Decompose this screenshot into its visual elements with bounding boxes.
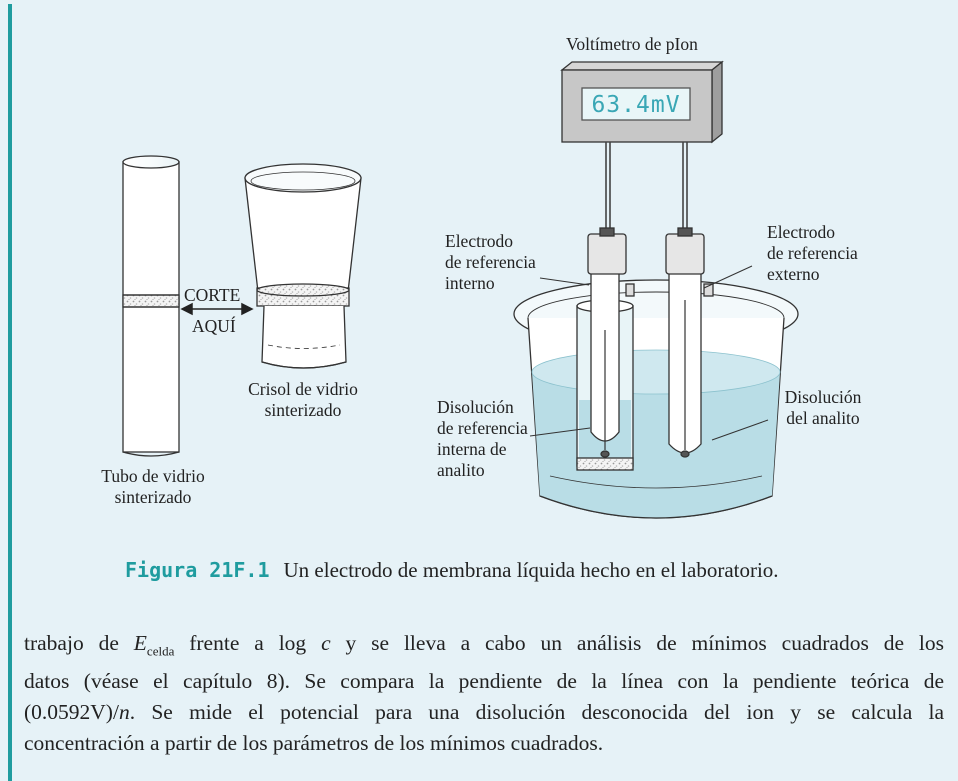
body-line-3-a: (0.0592V)/ bbox=[24, 700, 119, 725]
analyte-solution-label-line2: del analito bbox=[786, 408, 860, 428]
internal-electrode-label-line1: Electrodo bbox=[445, 231, 514, 251]
tube-label: Tubo de vidrio sinterizado bbox=[83, 466, 223, 508]
sintered-glass-tube bbox=[122, 155, 180, 457]
body-paragraph: trabajo de Ecelda frente a log c y se ll… bbox=[24, 628, 944, 759]
crucible-label-line1: Crisol de vidrio bbox=[248, 379, 358, 399]
body-line-2: datos (véase el capítulo 8). Se compara … bbox=[24, 669, 944, 694]
body-line-1-b: frente a log bbox=[174, 631, 322, 655]
body-line-1-d: y se lleva a cabo un análisis de mínimos… bbox=[330, 631, 944, 655]
analyte-solution-label: Disolución del analito bbox=[768, 387, 878, 429]
internal-solution-label-line1: Disolución bbox=[437, 397, 514, 417]
crucible-label: Crisol de vidrio sinterizado bbox=[238, 379, 368, 421]
figure-caption: Figura 21F.1 Un electrodo de membrana líq… bbox=[125, 558, 779, 583]
n-symbol: n bbox=[118, 700, 130, 725]
caption-number: Figura 21F.1 bbox=[125, 558, 270, 582]
electrode-illustration bbox=[122, 60, 799, 519]
analyte-solution-label-line1: Disolución bbox=[784, 387, 862, 407]
voltmeter-display bbox=[581, 87, 691, 121]
crucible-label-line2: sinterizado bbox=[264, 400, 342, 420]
body-line-1: trabajo de Ecelda frente a log c y se ll… bbox=[24, 628, 944, 666]
tube-label-line2: sinterizado bbox=[114, 487, 192, 507]
beaker bbox=[513, 279, 799, 519]
external-electrode-label-line2: de referencia bbox=[767, 243, 858, 263]
voltmeter-readout: 63.4mV bbox=[591, 92, 681, 118]
sintered-glass-crucible bbox=[244, 163, 362, 369]
voltmeter-label: Voltímetro de pIon bbox=[566, 34, 698, 54]
pointer-lines bbox=[529, 265, 769, 441]
external-electrode-label: Electrodo de referencia externo bbox=[767, 222, 858, 285]
internal-solution-label-line4: analito bbox=[437, 460, 485, 480]
membrane-frit bbox=[576, 457, 634, 471]
c-symbol: c bbox=[321, 631, 331, 655]
accent-rule bbox=[8, 4, 12, 781]
corte-label: CORTE bbox=[184, 285, 241, 305]
internal-solution-label-line3: interna de bbox=[437, 439, 507, 459]
e-symbol: E bbox=[133, 631, 147, 655]
tube-frit bbox=[122, 294, 180, 308]
tube-label-line1: Tubo de vidrio bbox=[101, 466, 205, 486]
body-line-3-b: . Se mide el potencial para una disoluci… bbox=[129, 700, 944, 725]
cut-arrow bbox=[180, 302, 254, 316]
body-line-1-a: trabajo de bbox=[24, 631, 134, 655]
body-line-3: (0.0592V)/n. Se mide el potencial para u… bbox=[24, 697, 944, 728]
internal-solution-label-line2: de referencia bbox=[437, 418, 528, 438]
internal-solution-label: Disolución de referencia interna de anal… bbox=[437, 397, 528, 481]
external-electrode-label-line3: externo bbox=[767, 264, 820, 284]
body-line-4: concentración a partir de los parámetros… bbox=[24, 731, 604, 756]
internal-electrode-label-line3: interno bbox=[445, 273, 495, 293]
caption-text: Un electrodo de membrana líquida hecho e… bbox=[283, 558, 779, 582]
internal-electrode-label: Electrodo de referencia interno bbox=[445, 231, 536, 294]
external-electrode bbox=[665, 227, 714, 458]
voltmeter bbox=[560, 60, 724, 144]
electrode-wires bbox=[605, 142, 688, 232]
internal-electrode bbox=[576, 227, 635, 471]
internal-electrode-label-line2: de referencia bbox=[445, 252, 536, 272]
external-electrode-label-line1: Electrodo bbox=[767, 222, 836, 242]
celda-subscript: celda bbox=[146, 643, 175, 659]
aqui-label: AQUÍ bbox=[192, 316, 236, 336]
